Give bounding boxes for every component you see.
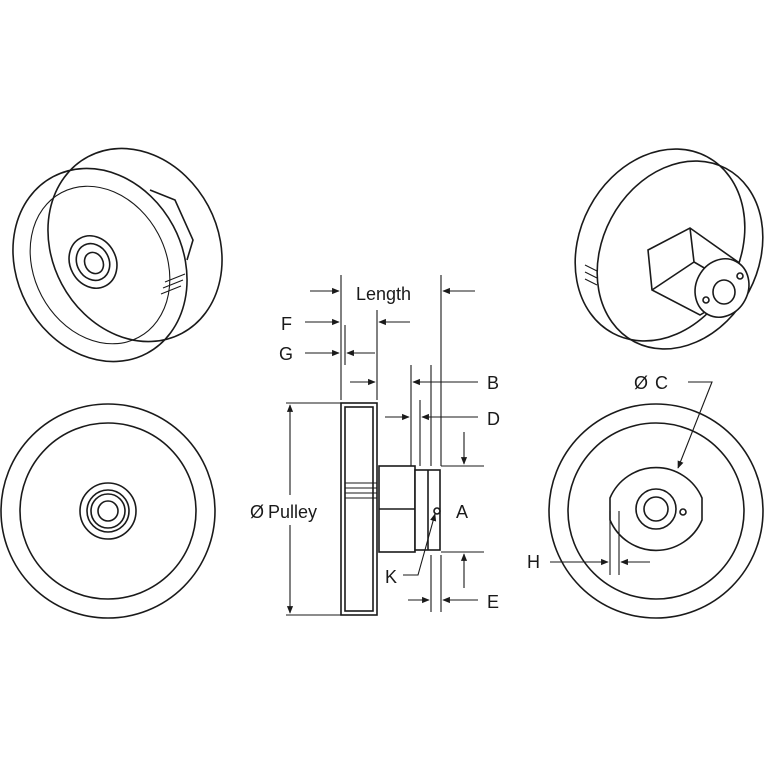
label-e: E bbox=[487, 592, 499, 612]
label-k: K bbox=[385, 567, 397, 587]
label-pulley: Pulley bbox=[268, 502, 317, 522]
label-pulley-diameter-symbol: Ø bbox=[250, 502, 264, 522]
label-d: D bbox=[487, 409, 500, 429]
iso-hub-view bbox=[574, 148, 764, 350]
label-c-diameter-symbol: Ø bbox=[634, 373, 648, 393]
label-g: G bbox=[279, 344, 293, 364]
c-leader bbox=[677, 381, 713, 469]
side-view bbox=[286, 275, 484, 616]
label-a: A bbox=[456, 502, 468, 522]
label-f: F bbox=[281, 314, 292, 334]
label-c: C bbox=[655, 373, 668, 393]
label-length: Length bbox=[356, 284, 411, 304]
label-h: H bbox=[527, 552, 540, 572]
iso-front-view bbox=[12, 147, 223, 363]
rear-view bbox=[548, 403, 764, 619]
label-b: B bbox=[487, 373, 499, 393]
front-view bbox=[0, 403, 216, 619]
